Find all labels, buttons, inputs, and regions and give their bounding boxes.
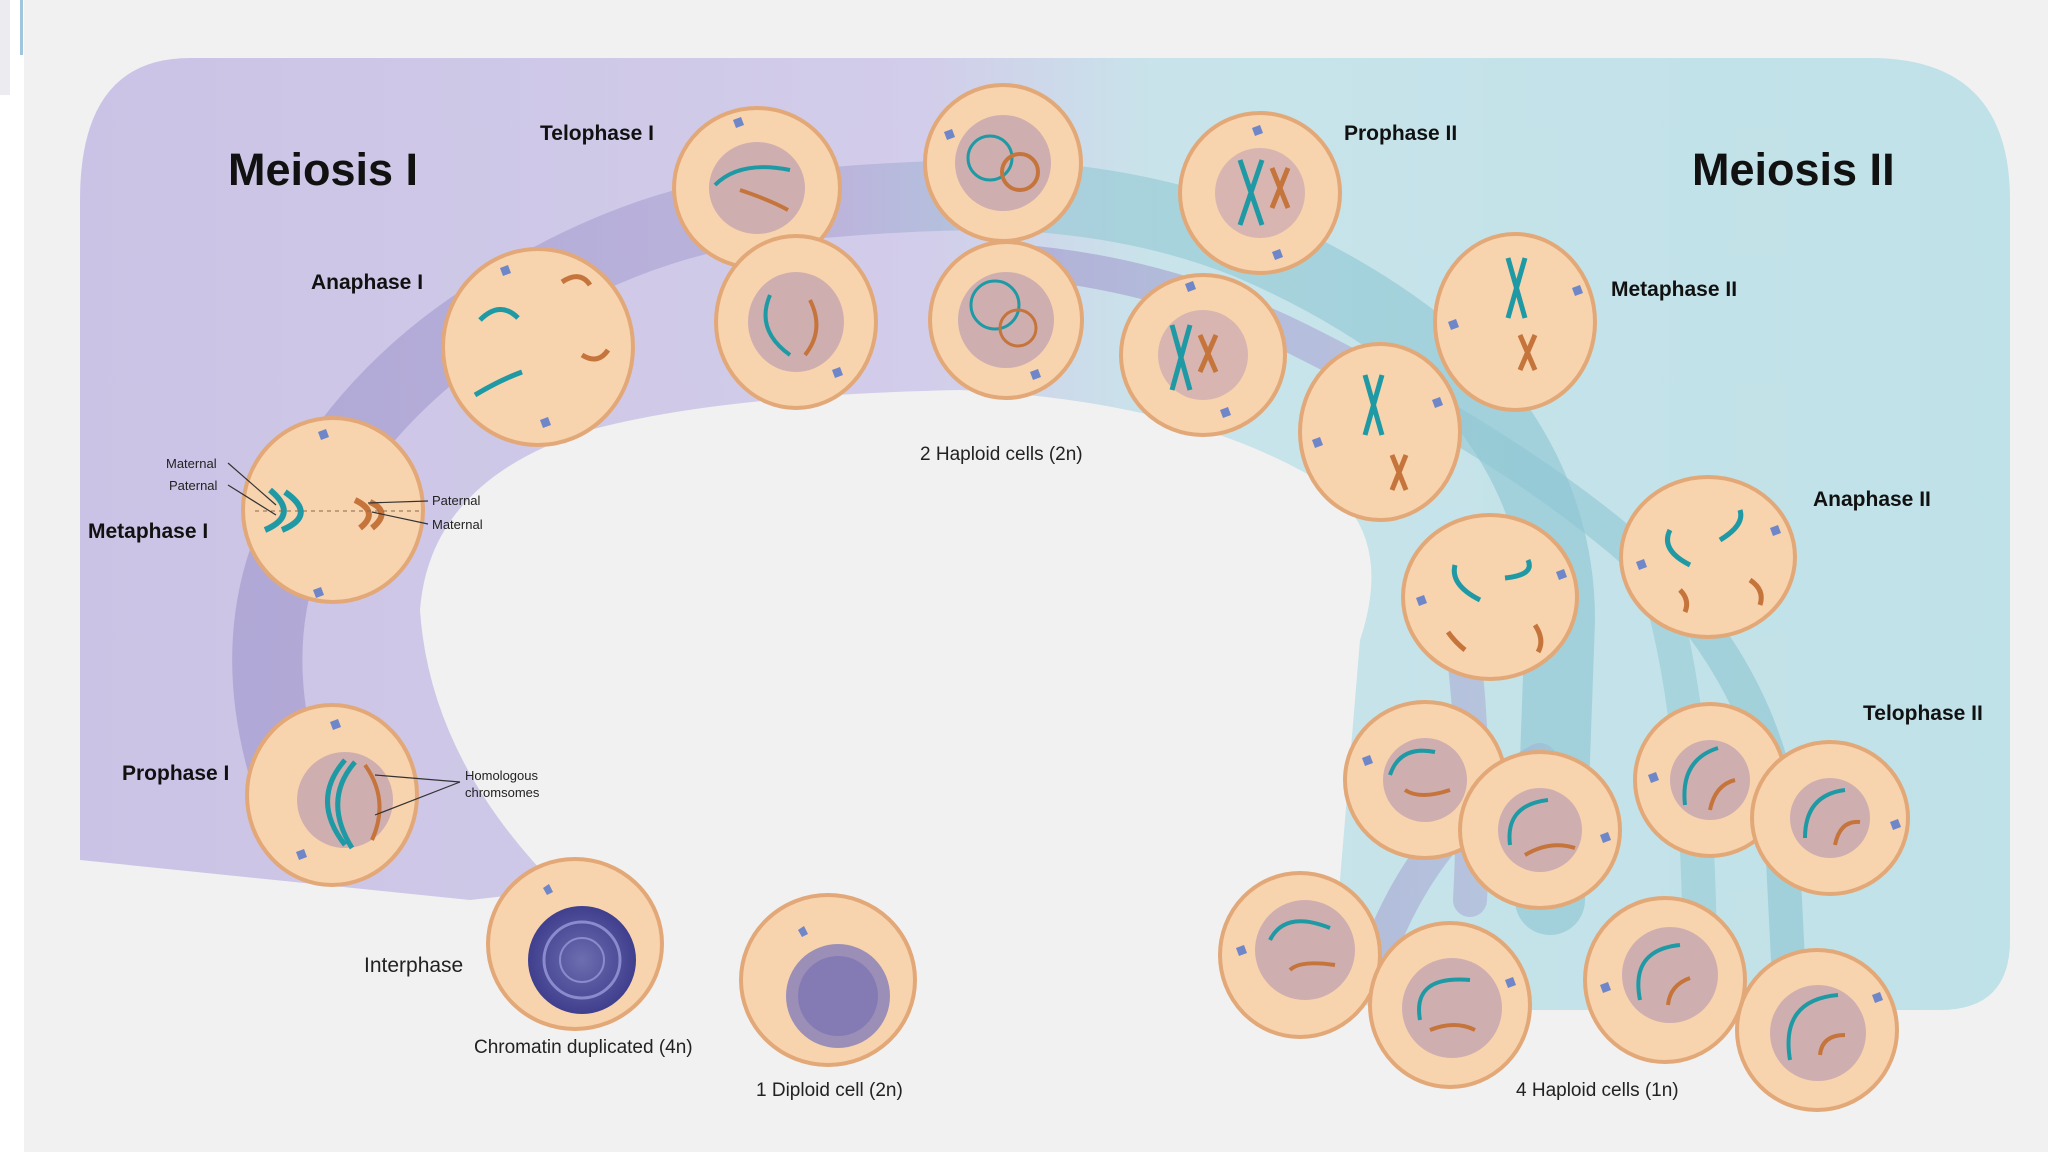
heading-meiosis-1: Meiosis I [228,144,418,195]
heading-meiosis-2: Meiosis II [1692,144,1895,195]
diploid-cell [739,893,917,1067]
label-metaphase-1: Metaphase I [88,520,208,543]
annotation-lines [227,462,461,816]
anaphase-1-cell [441,247,635,447]
caption-chromatin-duplicated: Chromatin duplicated (4n) [474,1037,693,1058]
label-telophase-2: Telophase II [1863,702,1983,725]
label-prophase-1: Prophase I [122,762,229,785]
label-anaphase-2: Anaphase II [1813,488,1931,511]
telophase-2-cells [1343,700,1910,910]
metaphase-1-cell [241,416,425,604]
haploid-2n-cells [923,83,1084,400]
caption-haploid-1n: 4 Haploid cells (1n) [1516,1080,1679,1101]
interphase-cell [486,857,664,1031]
haploid-1n-cells [1218,871,1899,1112]
prophase-1-cell [245,703,419,887]
annotation-paternal-right: Paternal [432,493,481,508]
annotation-homologous-line1: Homologous [465,768,538,783]
label-metaphase-2: Metaphase II [1611,278,1737,301]
annotation-maternal-left: Maternal [166,456,217,471]
left-edge-marker [0,0,10,95]
label-anaphase-1: Anaphase I [311,271,423,294]
left-edge-accent [20,0,23,55]
prophase-2-cells [1119,111,1342,437]
caption-haploid-2n: 2 Haploid cells (2n) [920,444,1083,465]
annotation-maternal-right: Maternal [432,517,483,532]
label-interphase: Interphase [364,954,463,977]
caption-diploid-cell: 1 Diploid cell (2n) [756,1080,903,1101]
label-telophase-1: Telophase I [540,122,654,145]
annotation-paternal-left: Paternal [169,478,218,493]
metaphase-2-cells [1298,232,1597,522]
anaphase-2-cells [1401,475,1797,681]
annotation-homologous-line2: chromsomes [465,785,540,800]
label-prophase-2: Prophase II [1344,122,1457,145]
telophase-1-cells [672,106,878,410]
